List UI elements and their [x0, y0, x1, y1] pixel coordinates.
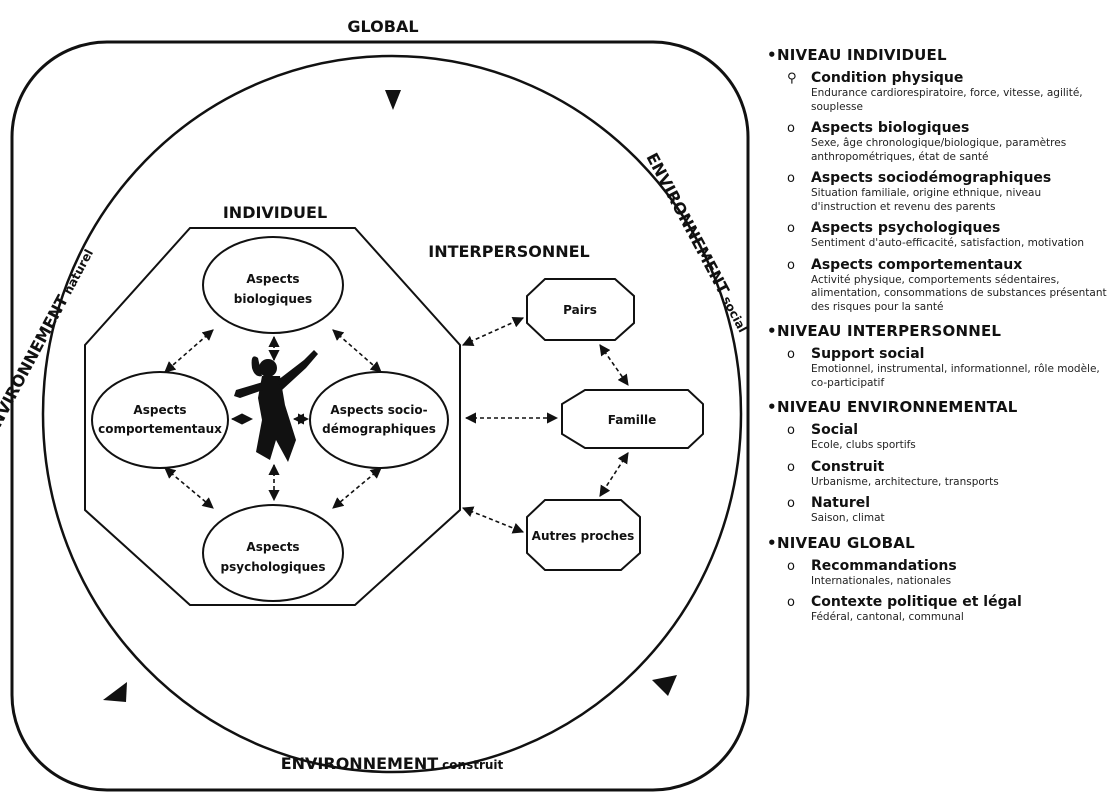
- legend-item-title: Aspects psychologiques: [811, 220, 1001, 236]
- legend-level-title: •NIVEAU INTERPERSONNEL: [767, 322, 1002, 340]
- legend-item-title: Support social: [811, 346, 925, 362]
- legend-item: o Social Ecole, clubs sportifs: [767, 422, 1113, 453]
- aspects-sociodemographiques-node: [309, 371, 449, 469]
- legend-item-desc: Activité physique, comportements sédenta…: [811, 273, 1107, 313]
- aspects-psychologiques-label-2: psychologiques: [221, 560, 326, 574]
- circle-bullet-icon: o: [787, 221, 795, 236]
- circle-bullet-icon: o: [787, 558, 795, 574]
- legend-item-title: Aspects comportementaux: [811, 256, 1023, 273]
- legend-item-desc: Ecole, clubs sportifs: [811, 439, 916, 451]
- legend-item-desc: Sentiment d'auto-efficacité, satisfactio…: [811, 237, 1085, 249]
- global-label: GLOBAL: [347, 17, 418, 36]
- circle-bullet-icon: o: [787, 121, 795, 136]
- legend-item: o Aspects biologiques Sexe, âge chronolo…: [767, 120, 1113, 164]
- circle-bullet-icon: o: [787, 171, 795, 186]
- autres-proches-box: [526, 499, 641, 571]
- legend-item-desc: Urbanisme, architecture, transports: [811, 475, 999, 488]
- legend-item-title: Condition physique: [811, 70, 964, 86]
- aspects-psychologiques-node: [202, 504, 344, 602]
- legend-item-desc: Saison, climat: [811, 512, 885, 524]
- aspects-psychologiques-label-1: Aspects: [246, 540, 299, 554]
- legend-item: o Aspects psychologiques Sentiment d'aut…: [767, 220, 1113, 251]
- env-naturel-label: ENVIRONNEMENTnaturel: [0, 245, 97, 440]
- famille-label: Famille: [608, 413, 657, 427]
- env-social-label: ENVIRONNEMENTsocial: [642, 150, 753, 336]
- legend-item: o Recommandations Internationales, natio…: [767, 558, 1113, 589]
- aspects-comportementaux-label-2: comportementaux: [98, 422, 222, 436]
- legend-level-individuel: •NIVEAU INDIVIDUEL ⚲ Condition physique …: [767, 46, 1113, 314]
- legend-item: ⚲ Condition physique Endurance cardiores…: [767, 70, 1113, 114]
- legend-item-title: Social: [811, 422, 859, 438]
- legend-item-title: Naturel: [811, 495, 871, 511]
- aspects-biologiques-label-1: Aspects: [246, 272, 299, 286]
- individuel-octagon: [84, 227, 461, 606]
- ecological-model-diagram: GLOBAL INDIVIDUEL INTERPERSONNEL ENVIRON…: [0, 17, 753, 792]
- legend-level-global: •NIVEAU GLOBAL o Recommandations Interna…: [767, 534, 1113, 625]
- legend-item: o Construit Urbanisme, architecture, tra…: [767, 459, 1113, 490]
- circle-bullet-icon: o: [787, 257, 795, 273]
- circle-bullet-icon: o: [787, 423, 795, 438]
- legend-item-title: Contexte politique et légal: [811, 594, 1022, 610]
- aspects-biologiques-label-2: biologiques: [234, 292, 312, 306]
- rotation-arrow-right: [652, 675, 677, 696]
- legend-item: o Aspects sociodémographiques Situation …: [767, 170, 1113, 214]
- legend-level-title: •NIVEAU INDIVIDUEL: [767, 46, 947, 64]
- global-frame: [10, 40, 750, 792]
- aspects-comportementaux-node: [91, 371, 229, 469]
- rotation-arrow-top: [385, 90, 401, 110]
- legend-item-desc: Sexe, âge chronologique/biologique, para…: [811, 137, 1067, 163]
- autres-proches-label: Autres proches: [532, 529, 635, 543]
- environment-circle: [41, 54, 743, 774]
- aspects-comportementaux-label-1: Aspects: [133, 403, 186, 417]
- aspects-biologiques-node: [202, 236, 344, 334]
- circle-bullet-icon: o: [787, 347, 795, 362]
- circle-bullet-icon: o: [787, 459, 795, 475]
- legend-item-desc: Situation familiale, origine ethnique, n…: [811, 187, 1042, 213]
- legend-item-title: Construit: [811, 458, 885, 475]
- famille-box: [561, 389, 704, 449]
- individual-links: [164, 329, 382, 509]
- pairs-label: Pairs: [563, 303, 597, 317]
- legend-level-interpersonnel: •NIVEAU INTERPERSONNEL o Support social …: [767, 322, 1113, 390]
- legend-level-title: •NIVEAU ENVIRONNEMENTAL: [767, 398, 1018, 416]
- legend-item-desc: Internationales, nationales: [811, 574, 952, 587]
- legend-item: o Aspects comportementaux Activité physi…: [767, 257, 1113, 315]
- legend-item: o Contexte politique et légal Fédéral, c…: [767, 594, 1113, 625]
- legend-panel: •NIVEAU INDIVIDUEL ⚲ Condition physique …: [767, 42, 1113, 625]
- running-figure-icon: ⚲: [787, 71, 797, 86]
- legend-level-environnemental: •NIVEAU ENVIRONNEMENTAL o Social Ecole, …: [767, 398, 1113, 526]
- circle-bullet-icon: o: [787, 496, 795, 511]
- legend-level-title: •NIVEAU GLOBAL: [767, 533, 915, 552]
- aspects-socio-label-1: Aspects socio-: [330, 403, 427, 417]
- legend-item-title: Aspects sociodémographiques: [811, 170, 1052, 186]
- rotation-arrow-left: [103, 682, 127, 702]
- circle-bullet-icon: o: [787, 595, 795, 610]
- aspects-socio-label-2: démographiques: [322, 422, 436, 436]
- child-silhouette-icon: [234, 350, 318, 462]
- legend-item-title: Aspects biologiques: [811, 120, 970, 136]
- interpersonnel-label: INTERPERSONNEL: [428, 242, 590, 261]
- legend-item: o Support social Emotionnel, instrumenta…: [767, 346, 1113, 390]
- legend-item-desc: Endurance cardiorespiratoire, force, vit…: [811, 87, 1083, 113]
- individuel-label: INDIVIDUEL: [223, 203, 327, 222]
- pairs-box: [526, 278, 635, 341]
- legend-item-desc: Emotionnel, instrumental, informationnel…: [811, 363, 1100, 389]
- legend-item-desc: Fédéral, cantonal, communal: [811, 611, 964, 623]
- legend-item-title: Recommandations: [811, 557, 957, 574]
- legend-item: o Naturel Saison, climat: [767, 495, 1113, 526]
- interpersonal-links: [461, 317, 629, 534]
